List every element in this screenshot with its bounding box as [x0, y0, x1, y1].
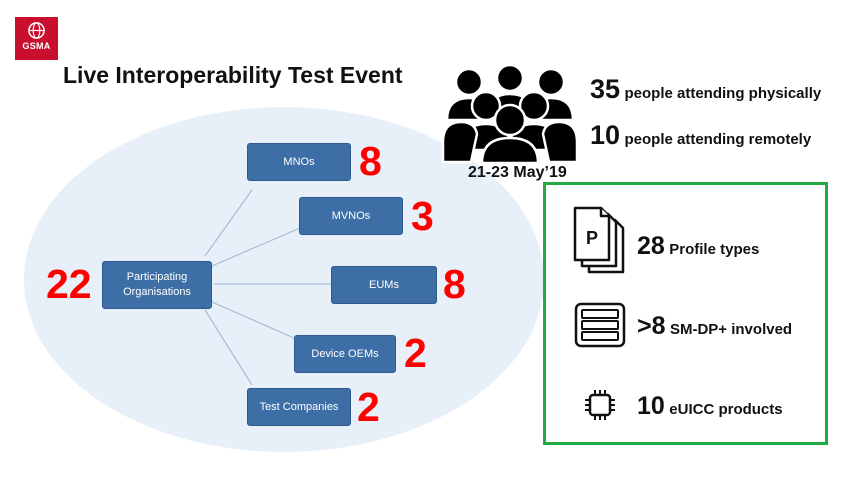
- total-organisations-count: 22: [46, 261, 92, 307]
- fact-smdp-text: SM-DP+ involved: [669, 321, 793, 338]
- branch-box-test-companies: Test Companies: [247, 388, 351, 426]
- logo-text: GSMA: [22, 41, 51, 51]
- connector-mnos: [204, 189, 253, 257]
- fact-euicc-count: 10: [637, 392, 665, 420]
- branch-box-mnos: MNOs: [247, 143, 351, 181]
- participating-organisations-box: Participating Organisations: [102, 261, 212, 309]
- people-group-icon: [441, 64, 579, 164]
- branch-box-mvnos: MVNOs: [299, 197, 403, 235]
- connector-mvnos: [211, 227, 301, 267]
- chip-icon: [585, 390, 615, 420]
- physical-attendance: 35 people attending physically: [590, 74, 821, 105]
- physical-count: 35: [590, 74, 621, 104]
- fact-euicc-products: 10 eUICC products: [637, 392, 783, 421]
- branch-box-eums: EUMs: [331, 266, 437, 304]
- fact-profile-types: 28 Profile types: [637, 232, 759, 261]
- branch-count-mvnos: 3: [411, 193, 434, 239]
- fact-sm-dp: >8 SM-DP+ involved: [637, 312, 792, 341]
- branch-box-device-oems: Device OEMs: [294, 335, 396, 373]
- branch-count-mnos: 8: [359, 138, 382, 184]
- center-label-line1: Participating: [126, 271, 188, 284]
- branch-count-test-companies: 2: [357, 384, 380, 430]
- remote-attendance: 10 people attending remotely: [590, 120, 811, 151]
- physical-text: people attending physically: [624, 85, 822, 102]
- branch-count-eums: 8: [443, 261, 466, 307]
- globe-icon: [28, 22, 45, 39]
- connector-test-companies: [204, 309, 253, 386]
- fact-profile-count: 28: [637, 232, 665, 260]
- server-icon: [574, 302, 626, 348]
- remote-count: 10: [590, 120, 621, 150]
- fact-profile-text: Profile types: [669, 241, 760, 258]
- center-label-line2: Organisations: [123, 286, 191, 298]
- event-dates: 21-23 May’19: [468, 164, 567, 181]
- fact-smdp-count: >8: [637, 312, 666, 340]
- remote-text: people attending remotely: [624, 131, 812, 148]
- connector-device-oems: [211, 301, 295, 339]
- svg-text:P: P: [586, 228, 598, 248]
- fact-euicc-text: eUICC products: [669, 401, 783, 418]
- page-title: Live Interoperability Test Event: [63, 62, 403, 88]
- gsma-logo: GSMA: [15, 17, 58, 60]
- branch-count-device-oems: 2: [404, 330, 427, 376]
- profile-document-icon: P: [573, 206, 625, 274]
